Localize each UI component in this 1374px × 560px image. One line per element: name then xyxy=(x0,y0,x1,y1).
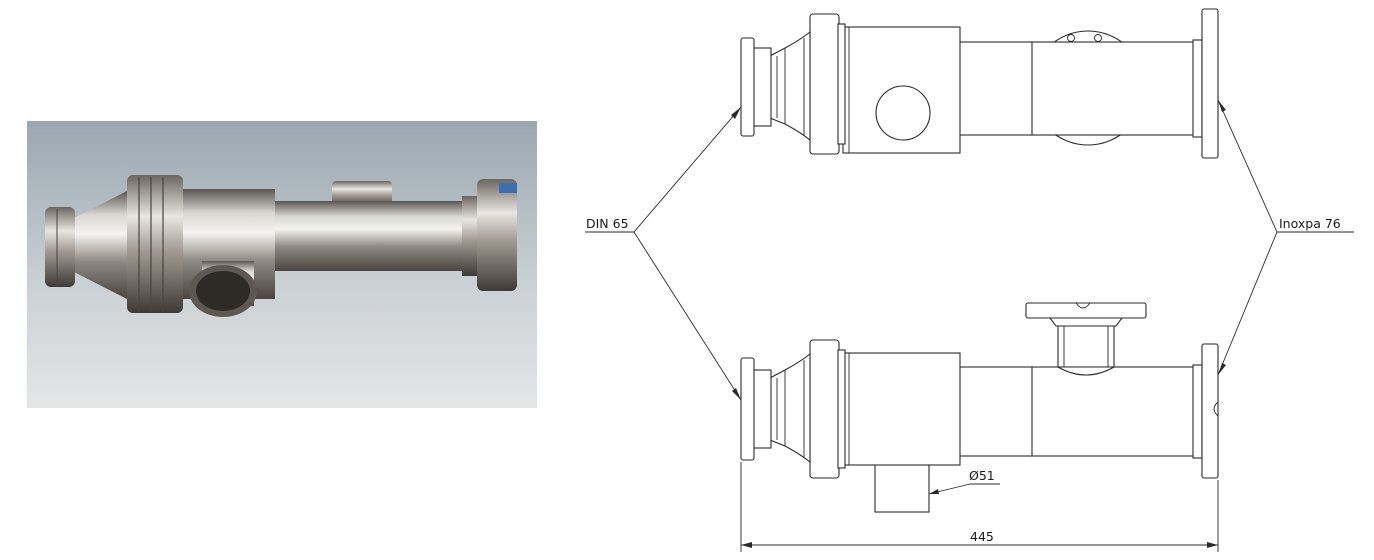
product-photo xyxy=(27,121,537,408)
bottom-branch-pipe xyxy=(1057,321,1115,375)
top-left-ferrule xyxy=(740,37,755,137)
bottom-right-flange xyxy=(1201,343,1219,479)
leader-line-inoxpa-top xyxy=(1217,99,1278,233)
bottom-cone xyxy=(769,352,811,464)
label-length-445: 445 xyxy=(970,529,994,544)
bottom-middle-tube xyxy=(957,366,1033,457)
bottom-right-tube xyxy=(1029,366,1195,457)
top-nut xyxy=(809,13,840,155)
leader-line-din-top xyxy=(633,106,742,233)
leader-line-din-bottom xyxy=(633,231,742,401)
leader-line-inoxpa-bottom xyxy=(1217,231,1278,376)
top-right-tube xyxy=(1029,41,1195,136)
top-view xyxy=(740,8,1219,159)
top-branch-port xyxy=(875,85,931,141)
label-din-65: DIN 65 xyxy=(586,216,629,231)
bottom-body xyxy=(842,352,961,466)
bottom-branch-flange xyxy=(1025,302,1147,319)
technical-drawing: DIN 65 Inoxpa 76 Ø51 445 xyxy=(585,8,1354,552)
top-right-flange xyxy=(1201,8,1219,159)
top-cone xyxy=(769,30,811,142)
annotations xyxy=(585,99,1354,552)
bottom-view xyxy=(740,302,1219,513)
label-diameter-51: Ø51 xyxy=(969,468,995,483)
label-inoxpa-76: Inoxpa 76 xyxy=(1279,216,1341,231)
top-middle-tube xyxy=(957,41,1033,136)
bottom-left-ferrule xyxy=(740,357,755,461)
bottom-outlet-pipe xyxy=(874,459,930,513)
bottom-nut xyxy=(809,339,840,479)
